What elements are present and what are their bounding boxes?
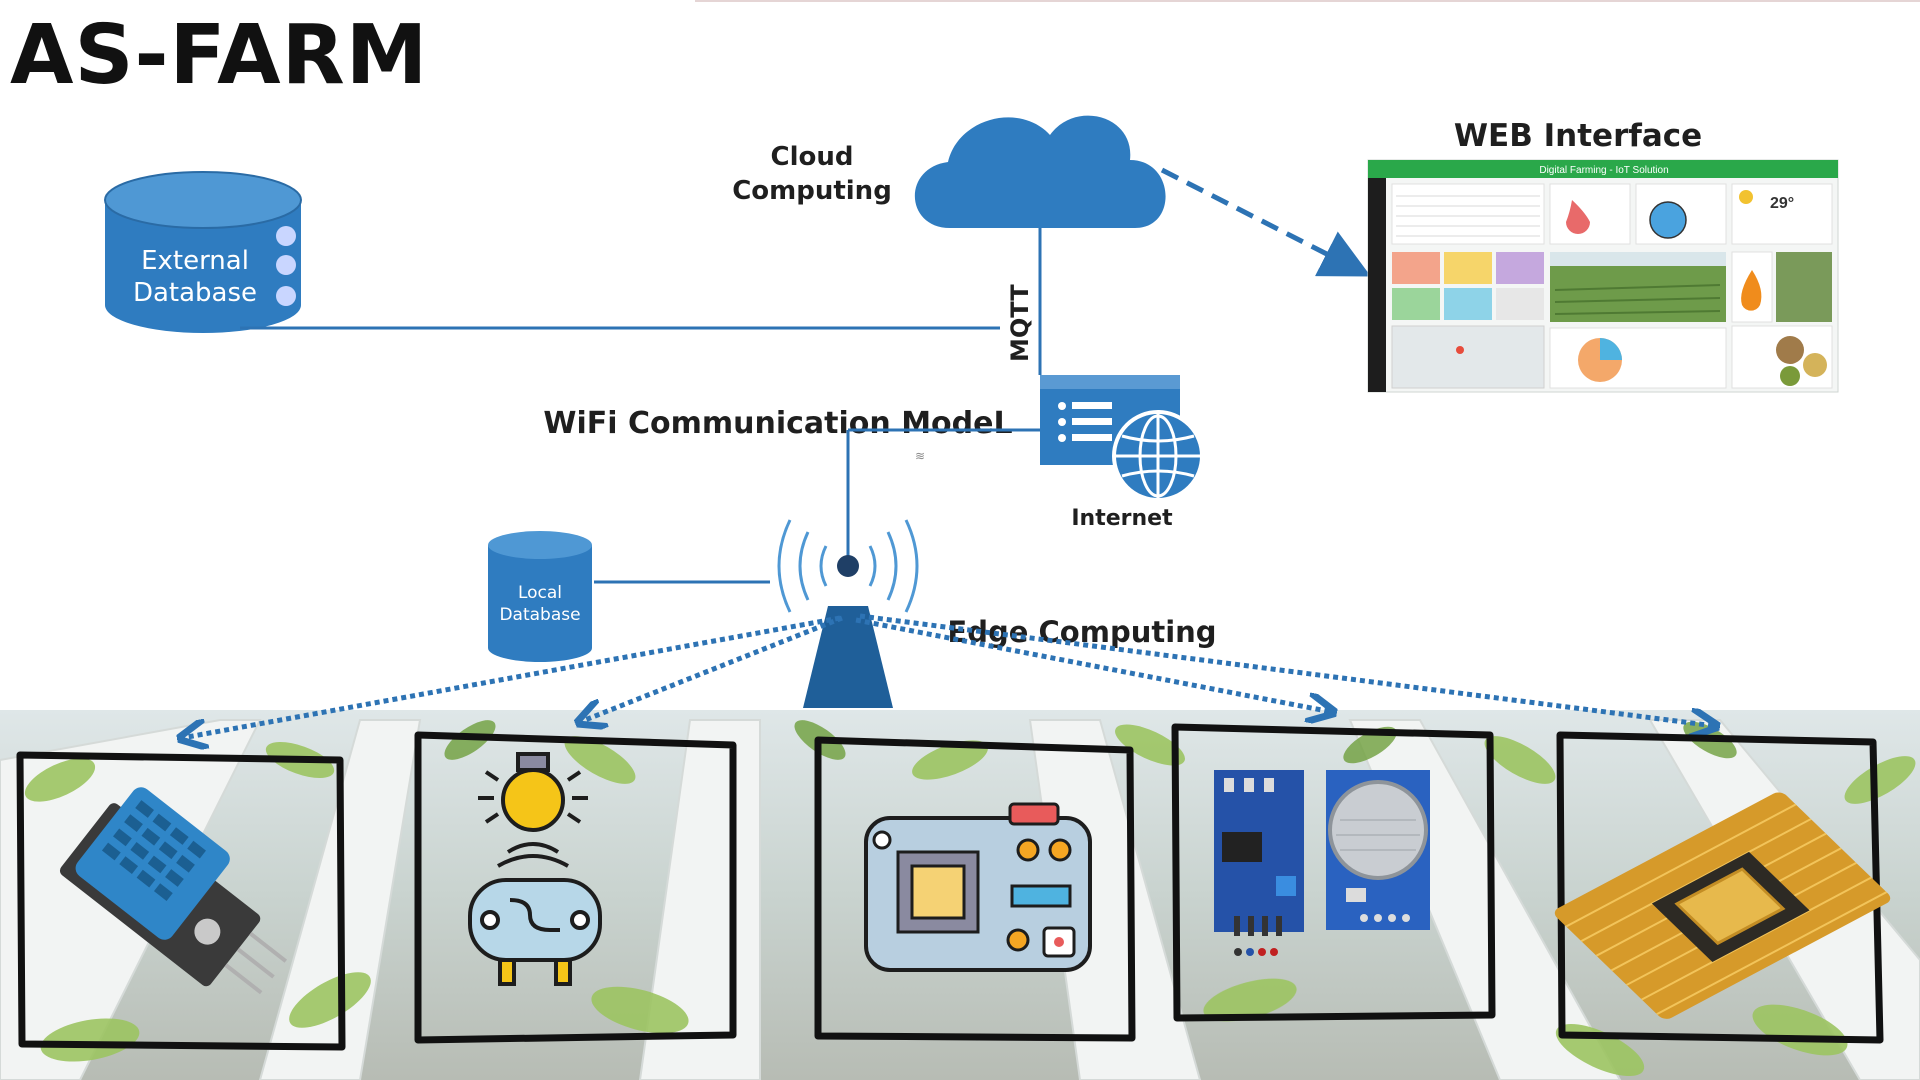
- external-db-label-1: External: [141, 246, 249, 276]
- mqtt-label: MQTT: [1006, 284, 1034, 362]
- web-interface-title: WEB Interface: [1454, 118, 1702, 154]
- local-db-label-1: Local: [518, 583, 562, 603]
- device-processor-chip: [1554, 731, 1891, 1044]
- internet-label: Internet: [1071, 506, 1173, 531]
- web-dashboard-screenshot: Digital Farming - IoT Solution 29°: [1367, 159, 1839, 393]
- app-title: AS-FARM: [10, 8, 429, 103]
- internet-icon: [1040, 375, 1204, 502]
- device-temperature-humidity-sensor: [16, 751, 346, 1051]
- antenna-icon: [777, 519, 919, 708]
- cloud-label-1: Cloud: [771, 142, 854, 172]
- edge-computing-label: Edge Computing: [947, 615, 1216, 649]
- device-gas-sensor-modules: [1171, 723, 1496, 1022]
- cloud-icon: [914, 115, 1166, 228]
- local-database: Local Database: [488, 531, 592, 662]
- local-db-label-2: Database: [499, 605, 580, 625]
- cloud-label-2: Computing: [732, 176, 892, 206]
- device-light-irrigation-actuator: [414, 731, 737, 1044]
- dashboard-temperature: 29°: [1770, 195, 1794, 212]
- device-links: [182, 613, 1715, 738]
- external-database: External Database: [104, 171, 302, 333]
- dashboard-header: Digital Farming - IoT Solution: [1539, 165, 1668, 176]
- device-microcontroller-board: [814, 736, 1136, 1042]
- external-db-label-2: Database: [133, 278, 257, 308]
- wifi-model-label: WiFi Communication ModeL: [543, 406, 1012, 441]
- svg-text:≋: ≋: [915, 449, 925, 463]
